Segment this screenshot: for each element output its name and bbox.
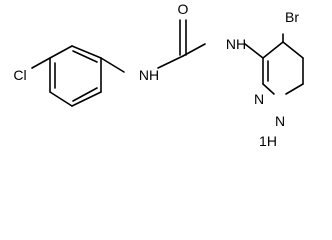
ring-bond — [49, 91, 73, 107]
pyrazole-bond — [282, 41, 304, 59]
oxygen-label: O — [178, 1, 189, 17]
pyrazole-nh-h-label: 1H — [259, 133, 277, 149]
c-cl-bond — [31, 57, 51, 69]
pyrazole-bond — [262, 83, 275, 95]
c-n-bond — [100, 57, 125, 73]
ring-bond — [71, 91, 102, 107]
amide-nh-left-label: NH — [139, 67, 159, 83]
ring-bond-inner — [72, 50, 98, 63]
n-c-bond — [157, 55, 184, 69]
pyrazole-bond — [285, 83, 304, 95]
pyrazole-nh-n: N — [275, 113, 285, 129]
pyrazole-nh-label: N — [275, 113, 285, 129]
pyrazole-nh-index: 1 — [259, 133, 267, 149]
c-n-bond — [182, 43, 206, 57]
pyrazole-n-label: N — [254, 91, 264, 107]
bonds — [31, 19, 304, 107]
ring-bond — [49, 45, 73, 59]
ring-bond — [71, 45, 102, 59]
amide-nh-right-label: NH — [226, 36, 246, 52]
bromine-label: Br — [285, 9, 299, 25]
ring-bond-inner — [72, 87, 98, 102]
pyrazole-bond — [262, 41, 284, 59]
chemical-structure-diagram: O NH NH Cl Br N N 1H — [13, 1, 304, 149]
pyrazole-nh-h: H — [267, 133, 277, 149]
chlorine-label: Cl — [13, 67, 26, 83]
n-c-bond — [244, 43, 264, 59]
